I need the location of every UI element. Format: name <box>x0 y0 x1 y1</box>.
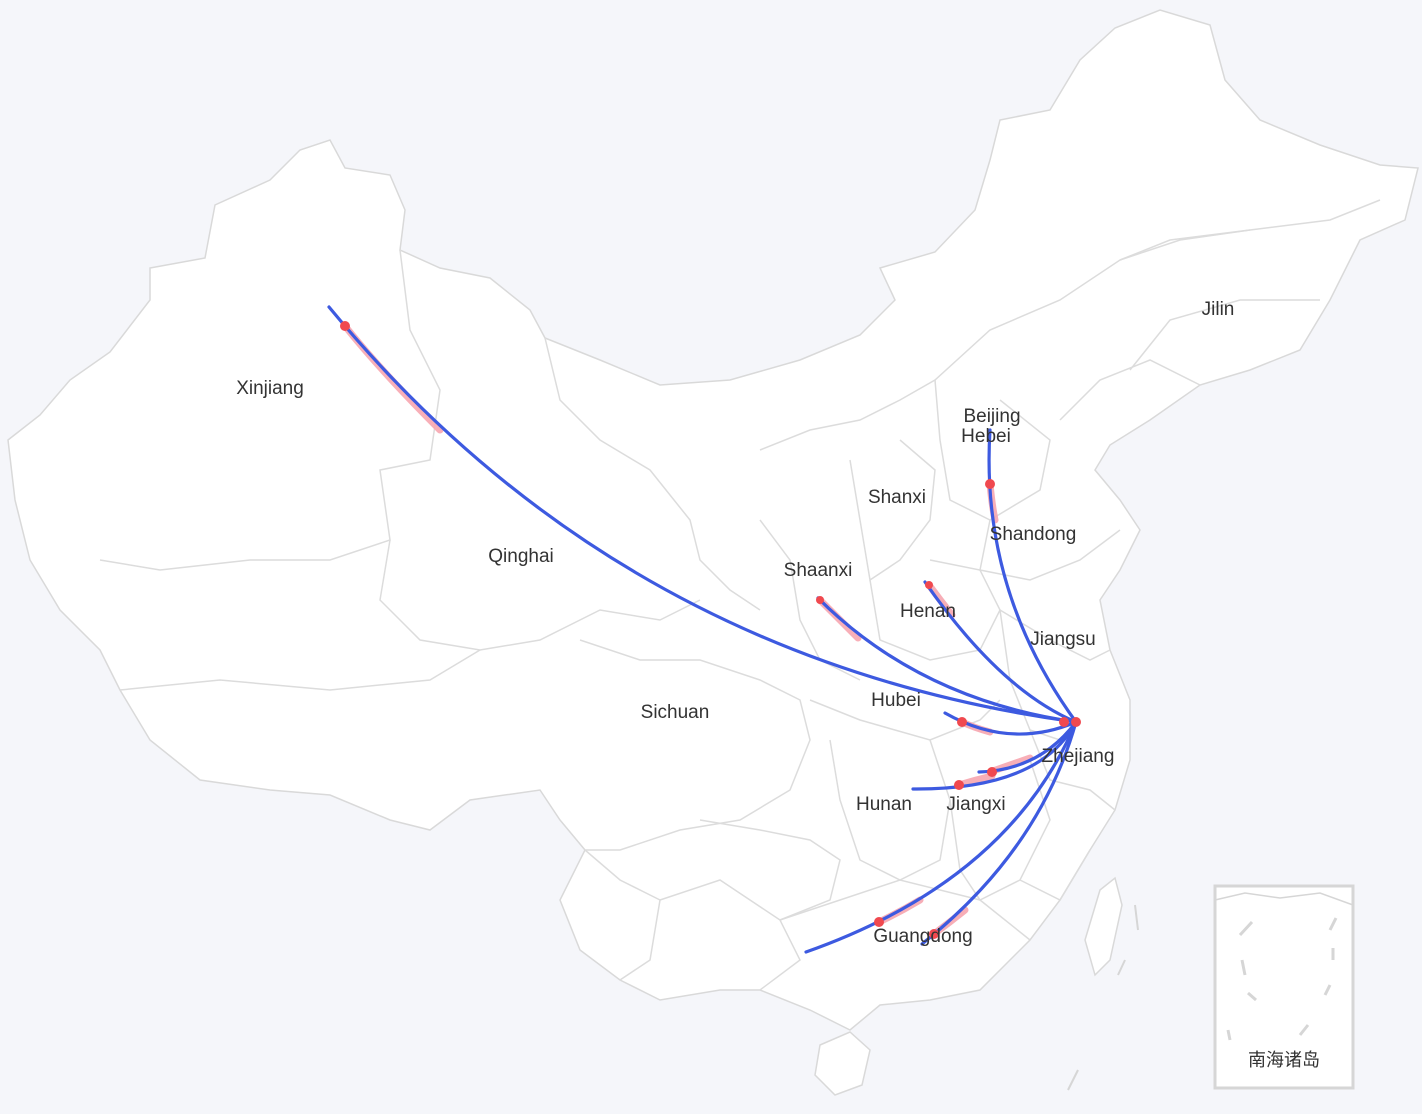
flow-henan-zhejiang <box>923 580 1078 724</box>
label-zhejiang: Zhejiang <box>1042 746 1115 767</box>
flow-effect-points <box>340 321 1081 939</box>
hainan <box>814 1031 871 1096</box>
inset-label: 南海诸岛 <box>1248 1050 1320 1071</box>
label-guangdong: Guangdong <box>873 926 972 947</box>
border-shanxi <box>849 439 936 582</box>
flow-shaanxi-zhejiang <box>816 596 1078 724</box>
label-hubei: Hubei <box>871 690 921 711</box>
flow-xinjiang-zhejiang <box>327 305 1078 724</box>
label-xinjiang: Xinjiang <box>236 378 304 399</box>
label-jiangsu: Jiangsu <box>1030 629 1096 650</box>
flow-hebei-zhejiang <box>987 428 1078 724</box>
label-jilin: Jilin <box>1202 299 1235 320</box>
border-xinjiang <box>99 249 441 571</box>
taiwan <box>1084 876 1123 977</box>
province-borders <box>99 199 1381 991</box>
border-jiangsu <box>999 609 1111 661</box>
border-shaanxi <box>759 519 861 681</box>
flow-jiangxi-zhejiang-2 <box>911 720 1078 791</box>
border-gansu <box>544 337 761 611</box>
label-beijing: Beijing <box>963 406 1020 427</box>
label-hunan: Hunan <box>856 794 912 815</box>
border-anhui <box>999 609 1061 741</box>
border-liaoning <box>1059 359 1201 421</box>
south-china-sea-inset: 南海诸岛 <box>1213 884 1355 1090</box>
label-shanxi: Shanxi <box>868 487 926 508</box>
flow-guangdong-zhejiang-2 <box>920 720 1078 946</box>
border-sichuan <box>579 639 811 851</box>
border-fujian <box>1019 849 1091 901</box>
border-shandong <box>979 519 1121 581</box>
border-guizhou <box>699 819 841 921</box>
border-jiangxi <box>949 759 1051 901</box>
border-tibet <box>119 649 481 691</box>
border-jilin <box>1129 299 1320 371</box>
label-sichuan: Sichuan <box>641 702 710 723</box>
inset-coast <box>1214 892 1354 906</box>
border-qinghai <box>379 539 701 651</box>
region-labels: Xinjiang Qinghai Sichuan Jilin Beijing H… <box>236 299 1234 947</box>
flow-curves <box>327 305 1078 954</box>
label-jiangxi: Jiangxi <box>946 794 1005 815</box>
flow-guangdong-zhejiang-1 <box>804 720 1078 954</box>
label-hebei: Hebei <box>961 426 1011 447</box>
sea-boundary-dashes <box>1067 904 1139 1091</box>
border-neimenggu <box>759 229 1251 451</box>
mainland-china <box>7 9 1419 1031</box>
land-area <box>7 9 1419 1096</box>
label-shandong: Shandong <box>990 524 1077 545</box>
inset-islands <box>1226 917 1338 1041</box>
border-guangdong <box>779 879 1031 941</box>
border-yunnan <box>584 849 661 981</box>
border-heilongjiang <box>1119 199 1381 261</box>
label-henan: Henan <box>900 601 956 622</box>
label-qinghai: Qinghai <box>488 546 554 567</box>
flow-lines <box>327 305 1081 954</box>
label-shaanxi: Shaanxi <box>784 560 853 581</box>
